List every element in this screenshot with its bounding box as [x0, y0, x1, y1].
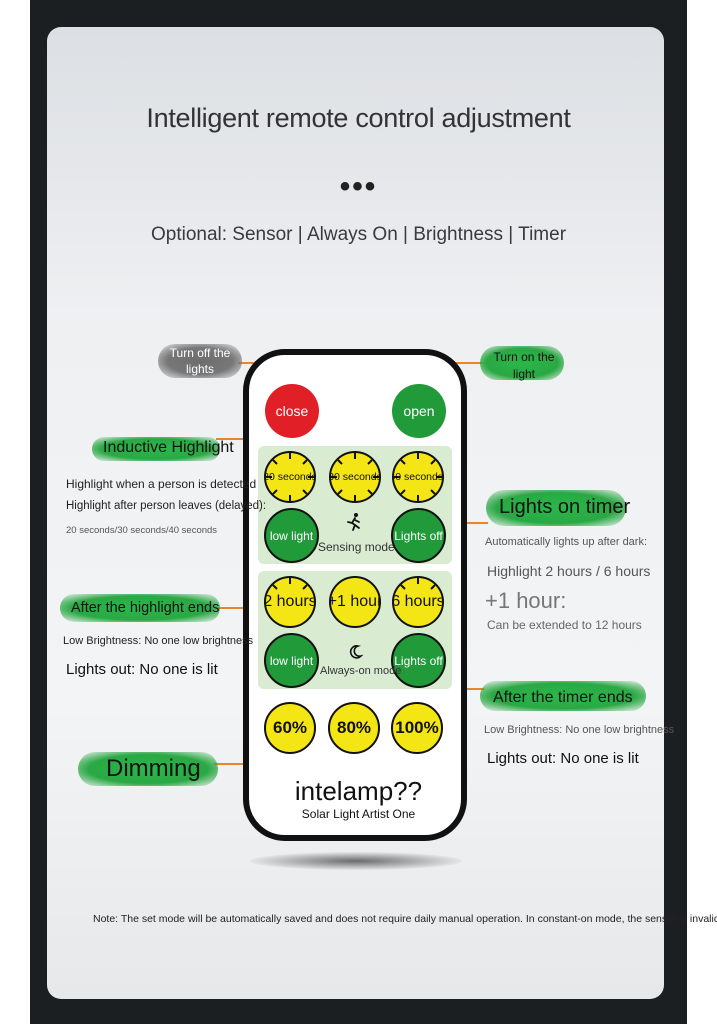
page-subtitle: Optional: Sensor | Always On | Brightnes…	[150, 224, 567, 245]
open-button[interactable]: open	[392, 384, 446, 438]
after-highlight-line2: Lights out: No one is lit	[66, 661, 218, 678]
timer-30s-button[interactable]: 30 seconds	[329, 451, 381, 503]
dimming-title: Dimming	[106, 755, 201, 782]
timer-20s-button[interactable]: 20 seconds	[264, 451, 316, 503]
running-person-icon	[347, 513, 360, 531]
clock-dial-icon	[272, 578, 308, 590]
timer-40s-button[interactable]: 40 seconds-	[392, 451, 444, 503]
moon-icon	[349, 645, 363, 659]
brand-subtitle: Solar Light Artist One	[301, 807, 416, 821]
footer-note: Note: The set mode will be automatically…	[93, 913, 717, 925]
timer-title: Lights on timer	[499, 496, 631, 518]
connector-line	[218, 607, 245, 609]
after-timer-title: After the timer ends	[493, 689, 633, 706]
timer-label-bg	[486, 490, 626, 526]
after-timer-line1: Low Brightness: No one low brightness	[484, 724, 675, 736]
turn-off-label-bg	[158, 344, 242, 378]
brand-logo: intelamp??	[294, 776, 423, 806]
brightness-100-button[interactable]: 100%	[391, 702, 443, 754]
page-title: Intelligent remote control adjustment	[146, 103, 571, 133]
sensing-low-light-button[interactable]: low light	[264, 508, 319, 563]
after-highlight-line1: Low Brightness: No one low brightness	[63, 635, 254, 647]
sensing-mode-label: Sensing mode	[318, 540, 395, 554]
clock-dial-icon	[331, 453, 379, 501]
always-on-low-light-button[interactable]: low light	[264, 633, 319, 688]
brightness-80-button[interactable]: 80%	[328, 702, 380, 754]
turn-on-label: Turn on the light	[493, 350, 555, 381]
inductive-highlight-line2: Highlight after person leaves (delayed):	[66, 500, 267, 512]
close-button[interactable]: close	[265, 384, 319, 438]
after-highlight-label-bg	[60, 594, 220, 622]
turn-on-label-bg	[480, 346, 564, 380]
dimming-label-bg	[78, 752, 218, 786]
timer-plus1h-button[interactable]: +1 hour	[329, 576, 381, 628]
timer-line1: Automatically lights up after dark:	[485, 536, 648, 548]
always-on-mode-label: Always-on mode	[320, 665, 402, 677]
clock-dial-icon	[266, 453, 314, 501]
turn-off-label: Turn off the lights	[169, 346, 231, 376]
timer-line4: Can be extended to 12 hours	[487, 618, 642, 632]
after-timer-label-bg	[480, 681, 646, 711]
separator-dots: •••	[339, 170, 378, 203]
inductive-highlight-line3: 20 seconds/30 seconds/40 seconds	[66, 525, 218, 536]
sensing-lights-off-button[interactable]: Lights off	[391, 508, 446, 563]
inductive-highlight-label-bg	[92, 437, 220, 461]
timer-2h-button[interactable]: 2 hours	[264, 576, 316, 628]
connector-line	[464, 522, 488, 524]
clock-dial-icon	[400, 578, 436, 590]
remote-shadow	[250, 852, 462, 870]
clock-dial-icon	[394, 453, 442, 501]
timer-line2: Highlight 2 hours / 6 hours	[487, 563, 651, 579]
brightness-60-button[interactable]: 60%	[264, 702, 316, 754]
inductive-highlight-title: Inductive Highlight	[103, 439, 234, 456]
always-on-lights-off-button[interactable]: Lights off	[391, 633, 446, 688]
after-highlight-title: After the highlight ends	[71, 600, 220, 616]
inductive-highlight-line1: Highlight when a person is detected	[66, 477, 257, 491]
after-timer-line2: Lights out: No one is lit	[487, 750, 639, 767]
timer-6h-button[interactable]: 6 hours	[392, 576, 444, 628]
timer-line3: +1 hour:	[485, 588, 567, 613]
